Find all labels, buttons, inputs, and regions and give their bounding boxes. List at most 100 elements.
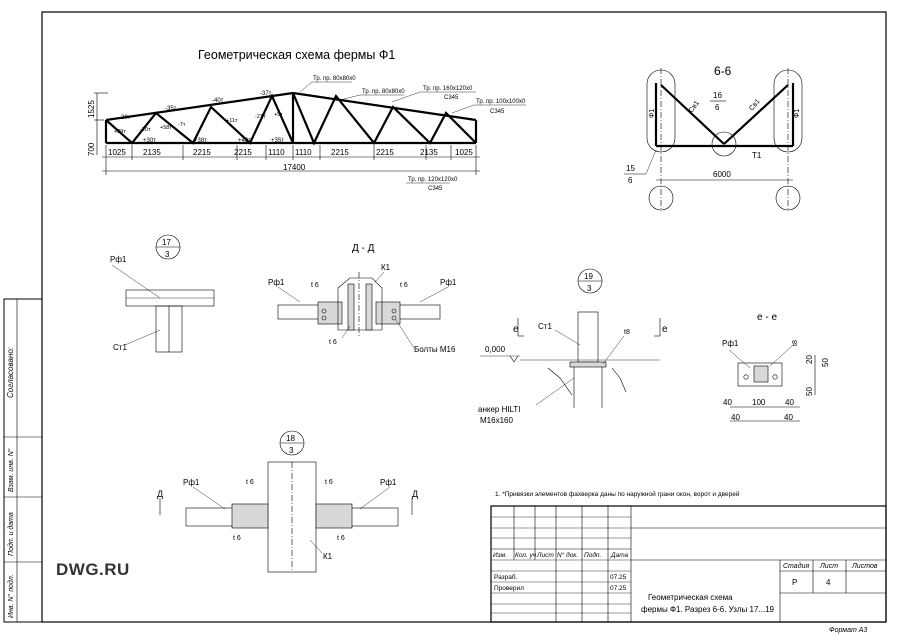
node18-right: Рф1 (380, 478, 397, 487)
node19-den: 3 (587, 284, 592, 293)
force-bottom-2: +38т (194, 138, 207, 144)
ee-dim-r2: 50 (821, 358, 830, 367)
section-dd-title: Д - Д (352, 243, 375, 254)
span-7: 2215 (331, 148, 349, 157)
span-4: 2215 (234, 148, 252, 157)
section-6-6: 6-6 Ф1 Ф1 Св1 Св1 16 6 Т1 15 6 6000 (624, 64, 803, 211)
section-66-bottom: Т1 (752, 151, 762, 160)
section-66-ratio-den: 6 (715, 103, 720, 112)
node18-cut-right: Д (412, 489, 418, 499)
stamp-agreed: Согласовано: (6, 347, 15, 398)
force-top-3: -40т (212, 98, 224, 104)
span-9: 2135 (420, 148, 438, 157)
node17-post: Ст1 (113, 343, 127, 352)
ee-dim-r3: 50 (805, 387, 814, 396)
label-rod-steel: С345 (490, 109, 505, 115)
ee-dim-4: 40 (731, 413, 740, 422)
node17-den: 3 (165, 250, 170, 259)
node19-plate: t8 (624, 329, 630, 336)
stamp-sign-date: Подп. и дата (7, 512, 15, 556)
node18-t3: t 6 (233, 535, 241, 542)
tb-name-1: Геометрическая схема (648, 593, 733, 602)
section-ee-title: е - е (757, 312, 777, 323)
tb-h-kol: Кол. уч (515, 552, 537, 559)
label-chord: Тр. пр. 160х120х0 (423, 86, 473, 92)
drawing-note: 1. *Привязки элементов фахверка даны по … (495, 490, 740, 498)
title-block: Изм. Кол. уч Лист N° док. Подп. Дата Раз… (490, 505, 887, 623)
section-66-ratio-num: 16 (713, 91, 722, 100)
node19-num: 19 (584, 272, 593, 281)
section-66-right: Ф1 (794, 109, 801, 118)
label-chord-steel: С345 (444, 95, 459, 101)
node19-cut-left: е (513, 324, 519, 335)
section-66-dim: 6000 (713, 170, 731, 179)
span-6: 1110 (295, 148, 312, 157)
tb-stage: Р (792, 578, 797, 587)
tb-stage-h: Стадия (783, 562, 809, 570)
node18-cut-left: Д (157, 489, 163, 499)
tb-h-data: Дата (610, 552, 629, 559)
section-dd-left: Рф1 (268, 278, 285, 287)
stamp-inv-orig: Инв. N° подл. (7, 574, 15, 618)
force-bottom-3: +40т (238, 138, 251, 144)
tb-sheet-h: Лист (819, 563, 838, 570)
force-web-6: -21т (255, 114, 266, 120)
force-top-1: -20т (119, 115, 131, 121)
force-web-3: +58т (160, 125, 172, 131)
ee-dim-3: 40 (785, 398, 794, 407)
node-19: 19 3 е е Ст1 t8 0,000 анкер HILTI М16х16… (478, 268, 668, 425)
node19-post: Ст1 (538, 322, 552, 331)
section-dd-t-left: t 6 (311, 282, 319, 289)
force-bottom-4: +35т (271, 138, 284, 144)
format-label: Формат А3 (829, 627, 867, 634)
force-top-2: -35т (165, 106, 177, 112)
truss-scheme: Геометрическая схема фермы Ф1 1025 2135 … (87, 48, 526, 192)
label-rod: Тр. пр. 100х100х0 (476, 99, 526, 105)
tb-row1-date: 07.25 (610, 574, 627, 581)
force-web-7: +5т (274, 112, 283, 118)
force-web-2: -20т (140, 127, 151, 133)
section-ee: е - е Рф1 t8 40 100 40 40 40 20 50 50 (722, 312, 830, 422)
force-web-5: +11т (226, 118, 238, 124)
node18-left: Рф1 (183, 478, 200, 487)
span-2: 2135 (143, 148, 161, 157)
tb-h-list: Лист (536, 552, 554, 559)
node18-t1: t 6 (246, 479, 254, 486)
section-ee-label: Рф1 (722, 339, 739, 348)
section-dd: Д - Д Рф1 Рф1 t 6 t 6 К1 t 6 Болты М16 (268, 243, 457, 354)
tb-h-podp: Подп. (584, 551, 601, 559)
tb-row1-role: Разраб. (494, 573, 518, 581)
node18-t4: t 6 (337, 535, 345, 542)
section-ee-t: t8 (792, 340, 799, 346)
tb-h-izm: Изм. (493, 552, 507, 559)
label-bottom-steel: С345 (428, 186, 443, 192)
ee-dim-2: 100 (752, 398, 766, 407)
section-dd-t-bottom: t 6 (329, 339, 337, 346)
span-total: 17400 (283, 163, 306, 172)
stamp-replace-inv: Взам. инв. N° (7, 448, 15, 492)
force-bottom-1: +30т (143, 138, 156, 144)
node18-num: 18 (286, 434, 295, 443)
force-web-4: -7т (178, 122, 186, 128)
tb-h-doc: N° док. (557, 551, 578, 559)
span-5: 1110 (268, 148, 285, 157)
height-bottom: 700 (87, 142, 96, 156)
truss-top-chord (105, 91, 477, 122)
span-8: 2215 (376, 148, 394, 157)
span-1: 1025 (108, 148, 126, 157)
span-10: 1025 (455, 148, 473, 157)
label-bottom: Тр. пр. 120х120х0 (408, 177, 458, 183)
node-17: 17 3 Рф1 Ст1 (110, 234, 215, 353)
tb-sheets-h: Листов (851, 563, 878, 570)
tb-row2-date: 07.25 (610, 585, 627, 592)
ee-dim-r1: 20 (805, 355, 814, 364)
ee-dim-5: 40 (784, 413, 793, 422)
node-18: 18 3 Д Д Рф1 Рф1 t 6 t 6 t 6 t 6 К1 (157, 430, 418, 573)
section-66-left-den: 6 (628, 176, 633, 185)
section-66-left: Ф1 (649, 109, 656, 118)
label-top-chord: Тр. пр. 80х80х0 (313, 76, 356, 82)
node18-t2: t 6 (325, 479, 333, 486)
node17-num: 17 (162, 238, 171, 247)
section-dd-t-right: t 6 (400, 282, 408, 289)
